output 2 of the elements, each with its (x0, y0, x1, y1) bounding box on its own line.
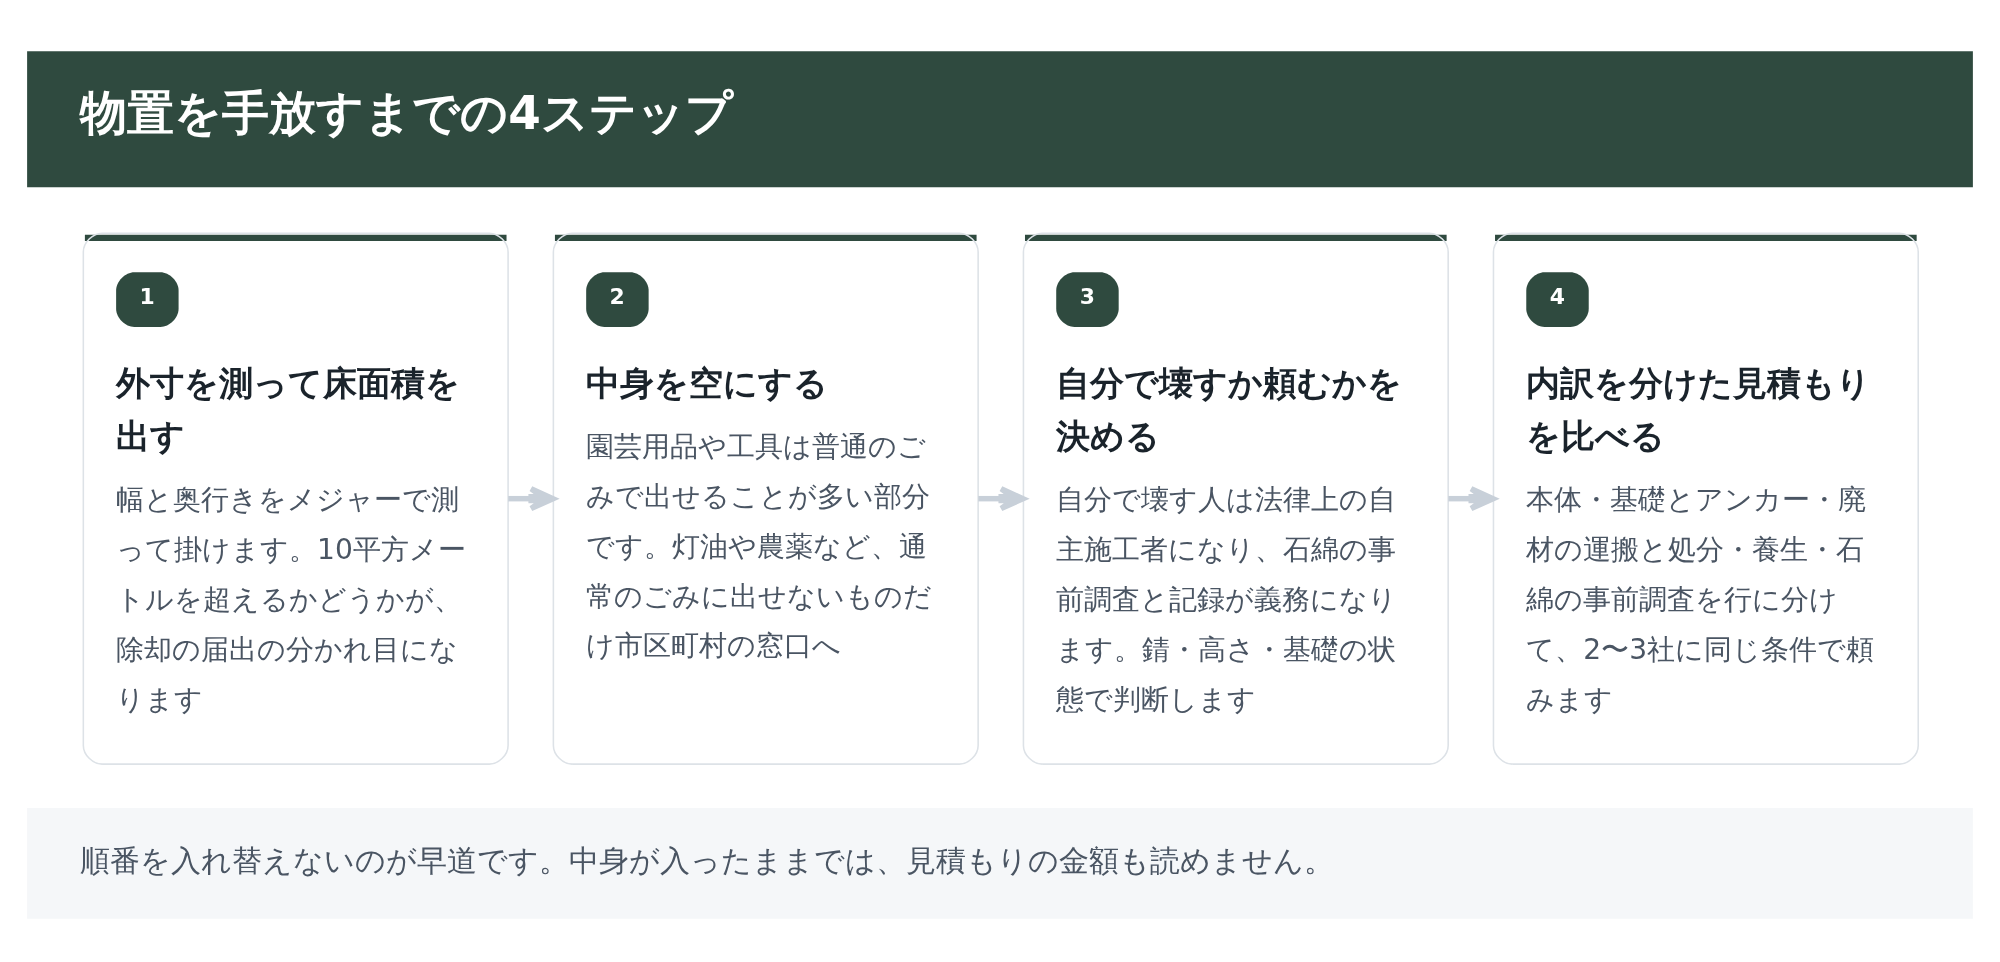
caption: 順番を入れ替えないのが早道です。中身が入ったままでは、見積もりの金額も読めません。 (80, 842, 1335, 878)
diagram-title: 物置を手放すまでの4ステップ (80, 85, 733, 140)
